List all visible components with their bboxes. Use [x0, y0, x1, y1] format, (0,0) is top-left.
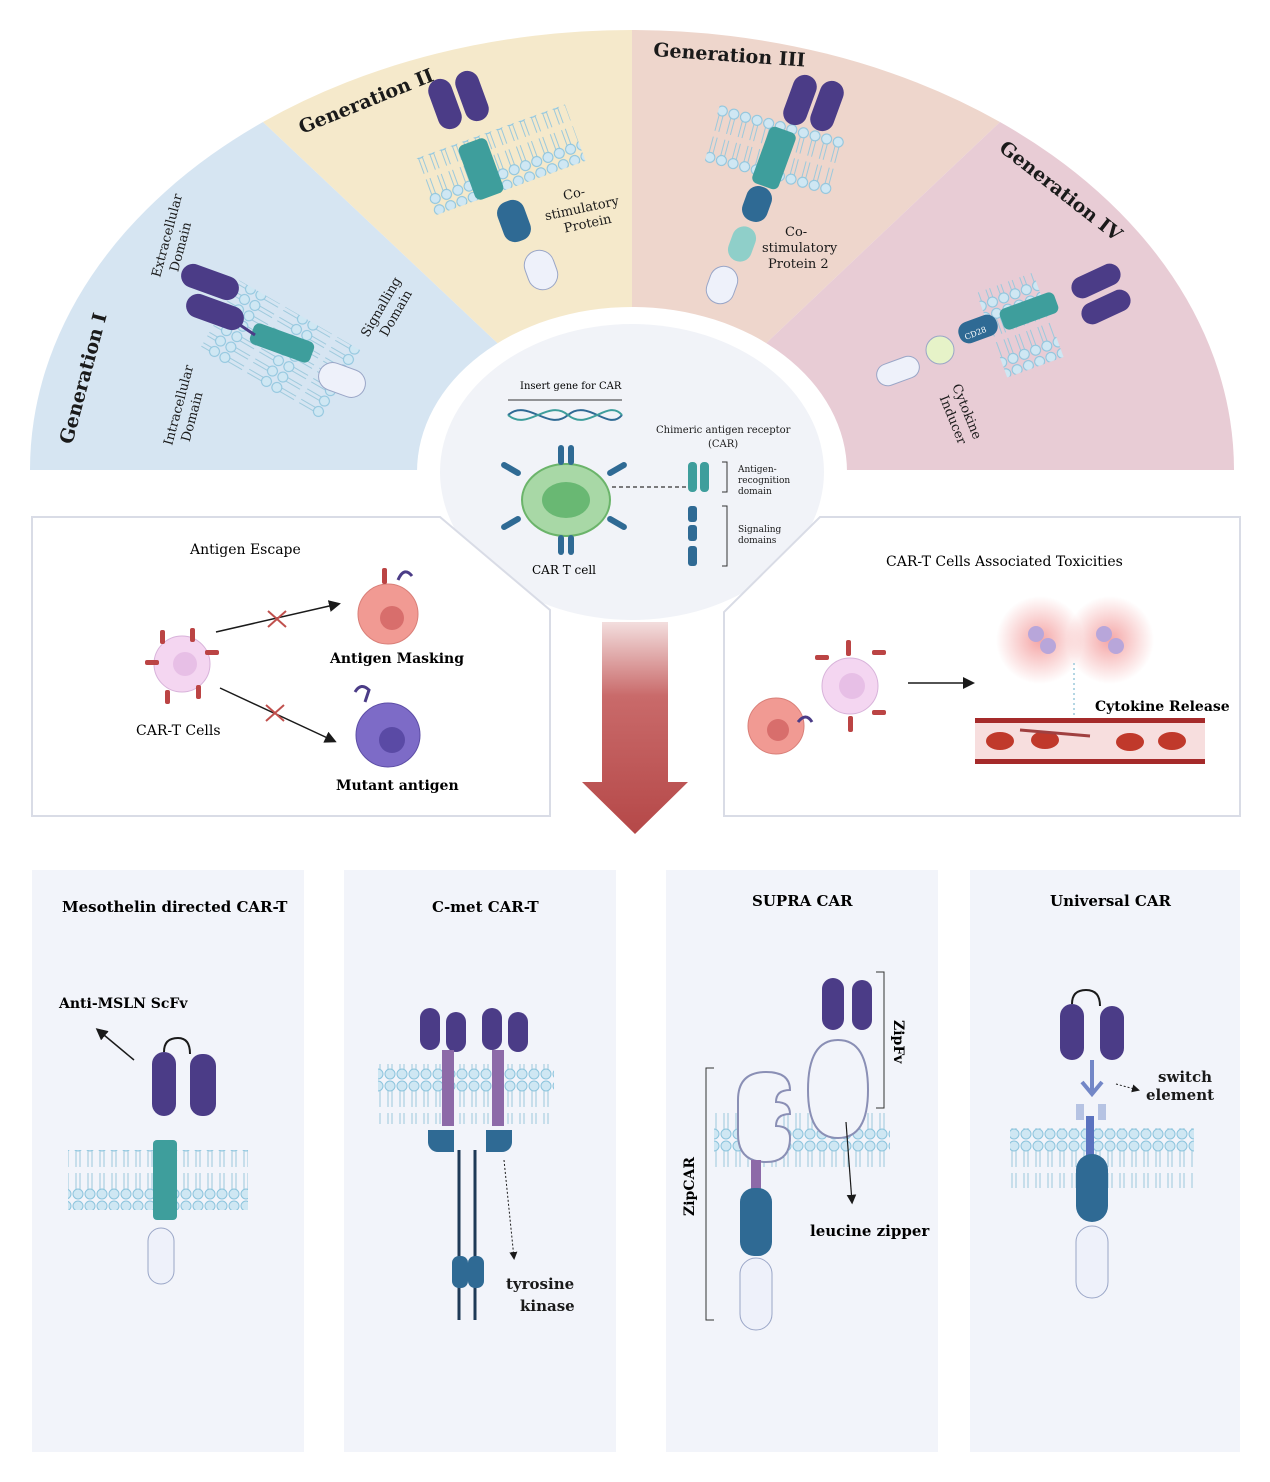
gen4-receptor: [876, 263, 1131, 387]
supra-zipcar-label: ZipCAR: [682, 1157, 698, 1216]
car-t-cell-toxicity: [815, 640, 886, 732]
big-down-arrow: [582, 622, 688, 834]
dna-strand: [507, 399, 623, 421]
gen2-costim-line1: Co-: [562, 185, 587, 204]
center-car-line2: (CAR): [708, 439, 738, 450]
tumor-cell-mutant: [353, 685, 421, 768]
universal-receptor: [1060, 988, 1124, 1299]
center-car-t-cell-label: CAR T cell: [532, 563, 596, 577]
mesothelin-scfv-label: Anti-MSLN ScFv: [58, 996, 188, 1012]
tumor-cell-masking: [357, 568, 419, 645]
toxicities-title: CAR-T Cells Associated Toxicities: [886, 554, 1123, 570]
gen2-receptor: [414, 70, 586, 291]
gen3-receptor: [704, 74, 846, 305]
center-antigen-line1: Antigen-: [737, 465, 777, 475]
center-antigen-line3: domain: [738, 487, 772, 497]
mutant-antigen-label: Mutant antigen: [336, 778, 459, 794]
scfv-pointer: [95, 1028, 135, 1061]
cytokine-release-label: Cytokine Release: [1095, 699, 1230, 715]
antigen-escape-cart-label: CAR-T Cells: [136, 723, 221, 739]
cmet-membrane: [378, 1064, 554, 1124]
antigen-escape-box: [31, 516, 551, 817]
center-disc: [440, 324, 824, 620]
cmet-kinase-label: tyrosine kinase: [506, 1275, 579, 1315]
mesothelin-receptor: [147, 1036, 216, 1285]
cmet-receptor: [420, 1008, 528, 1320]
gen3-costim-line1: Co-: [785, 225, 807, 240]
universal-switch-line1: switch: [1158, 1068, 1212, 1086]
supra-zipfv-label: ZipFv: [890, 1020, 906, 1064]
car-t-cell-small: [145, 628, 219, 704]
cmet-title: C-met CAR-T: [432, 898, 540, 916]
zipcar-bracket: [705, 1067, 714, 1321]
center-antigen-domain-label: Antigen- recognition domain: [737, 465, 793, 497]
supra-title: SUPRA CAR: [752, 892, 853, 910]
universal-title: Universal CAR: [1050, 892, 1172, 910]
center-signaling-line1: Signaling: [738, 525, 782, 535]
gen1-receptor: [181, 263, 366, 420]
zipper-pointer: [845, 1121, 857, 1205]
gen3-costim-line2: stimulatory: [762, 241, 838, 256]
antigen-masking-label: Antigen Masking: [329, 651, 464, 667]
cmet-kinase-line1: tyrosine: [506, 1275, 574, 1293]
cmet-panel: [344, 870, 616, 1452]
center-insert-gene-label: Insert gene for CAR: [520, 381, 622, 392]
supra-receptor: [737, 978, 872, 1331]
car-t-cell-center: [501, 445, 627, 555]
zipfv-bracket: [876, 971, 885, 1109]
car-schematic: [688, 461, 728, 567]
blood-vessel: [975, 718, 1205, 764]
center-signaling-label: Signaling domains: [738, 525, 784, 546]
block-x-icon: [265, 610, 287, 722]
universal-switch-label: switch element: [1146, 1068, 1217, 1104]
antigen-escape-title: Antigen Escape: [189, 542, 301, 558]
center-signaling-line2: domains: [738, 536, 777, 546]
tumor-cell-toxicity: [747, 697, 814, 755]
center-antigen-line2: recognition: [738, 476, 790, 486]
gen3-costim-label: Co- stimulatory Protein 2: [762, 225, 841, 272]
mesothelin-title: Mesothelin directed CAR-T: [62, 898, 288, 916]
supra-zipper-label: leucine zipper: [810, 1222, 930, 1240]
center-car-line1: Chimeric antigen receptor: [656, 425, 791, 436]
kinase-pointer: [503, 1159, 518, 1260]
cmet-kinase-line2: kinase: [520, 1297, 575, 1315]
universal-switch-line2: element: [1146, 1086, 1214, 1104]
gen3-costim-line3: Protein 2: [768, 257, 829, 272]
center-car-label: Chimeric antigen receptor (CAR): [656, 425, 794, 450]
